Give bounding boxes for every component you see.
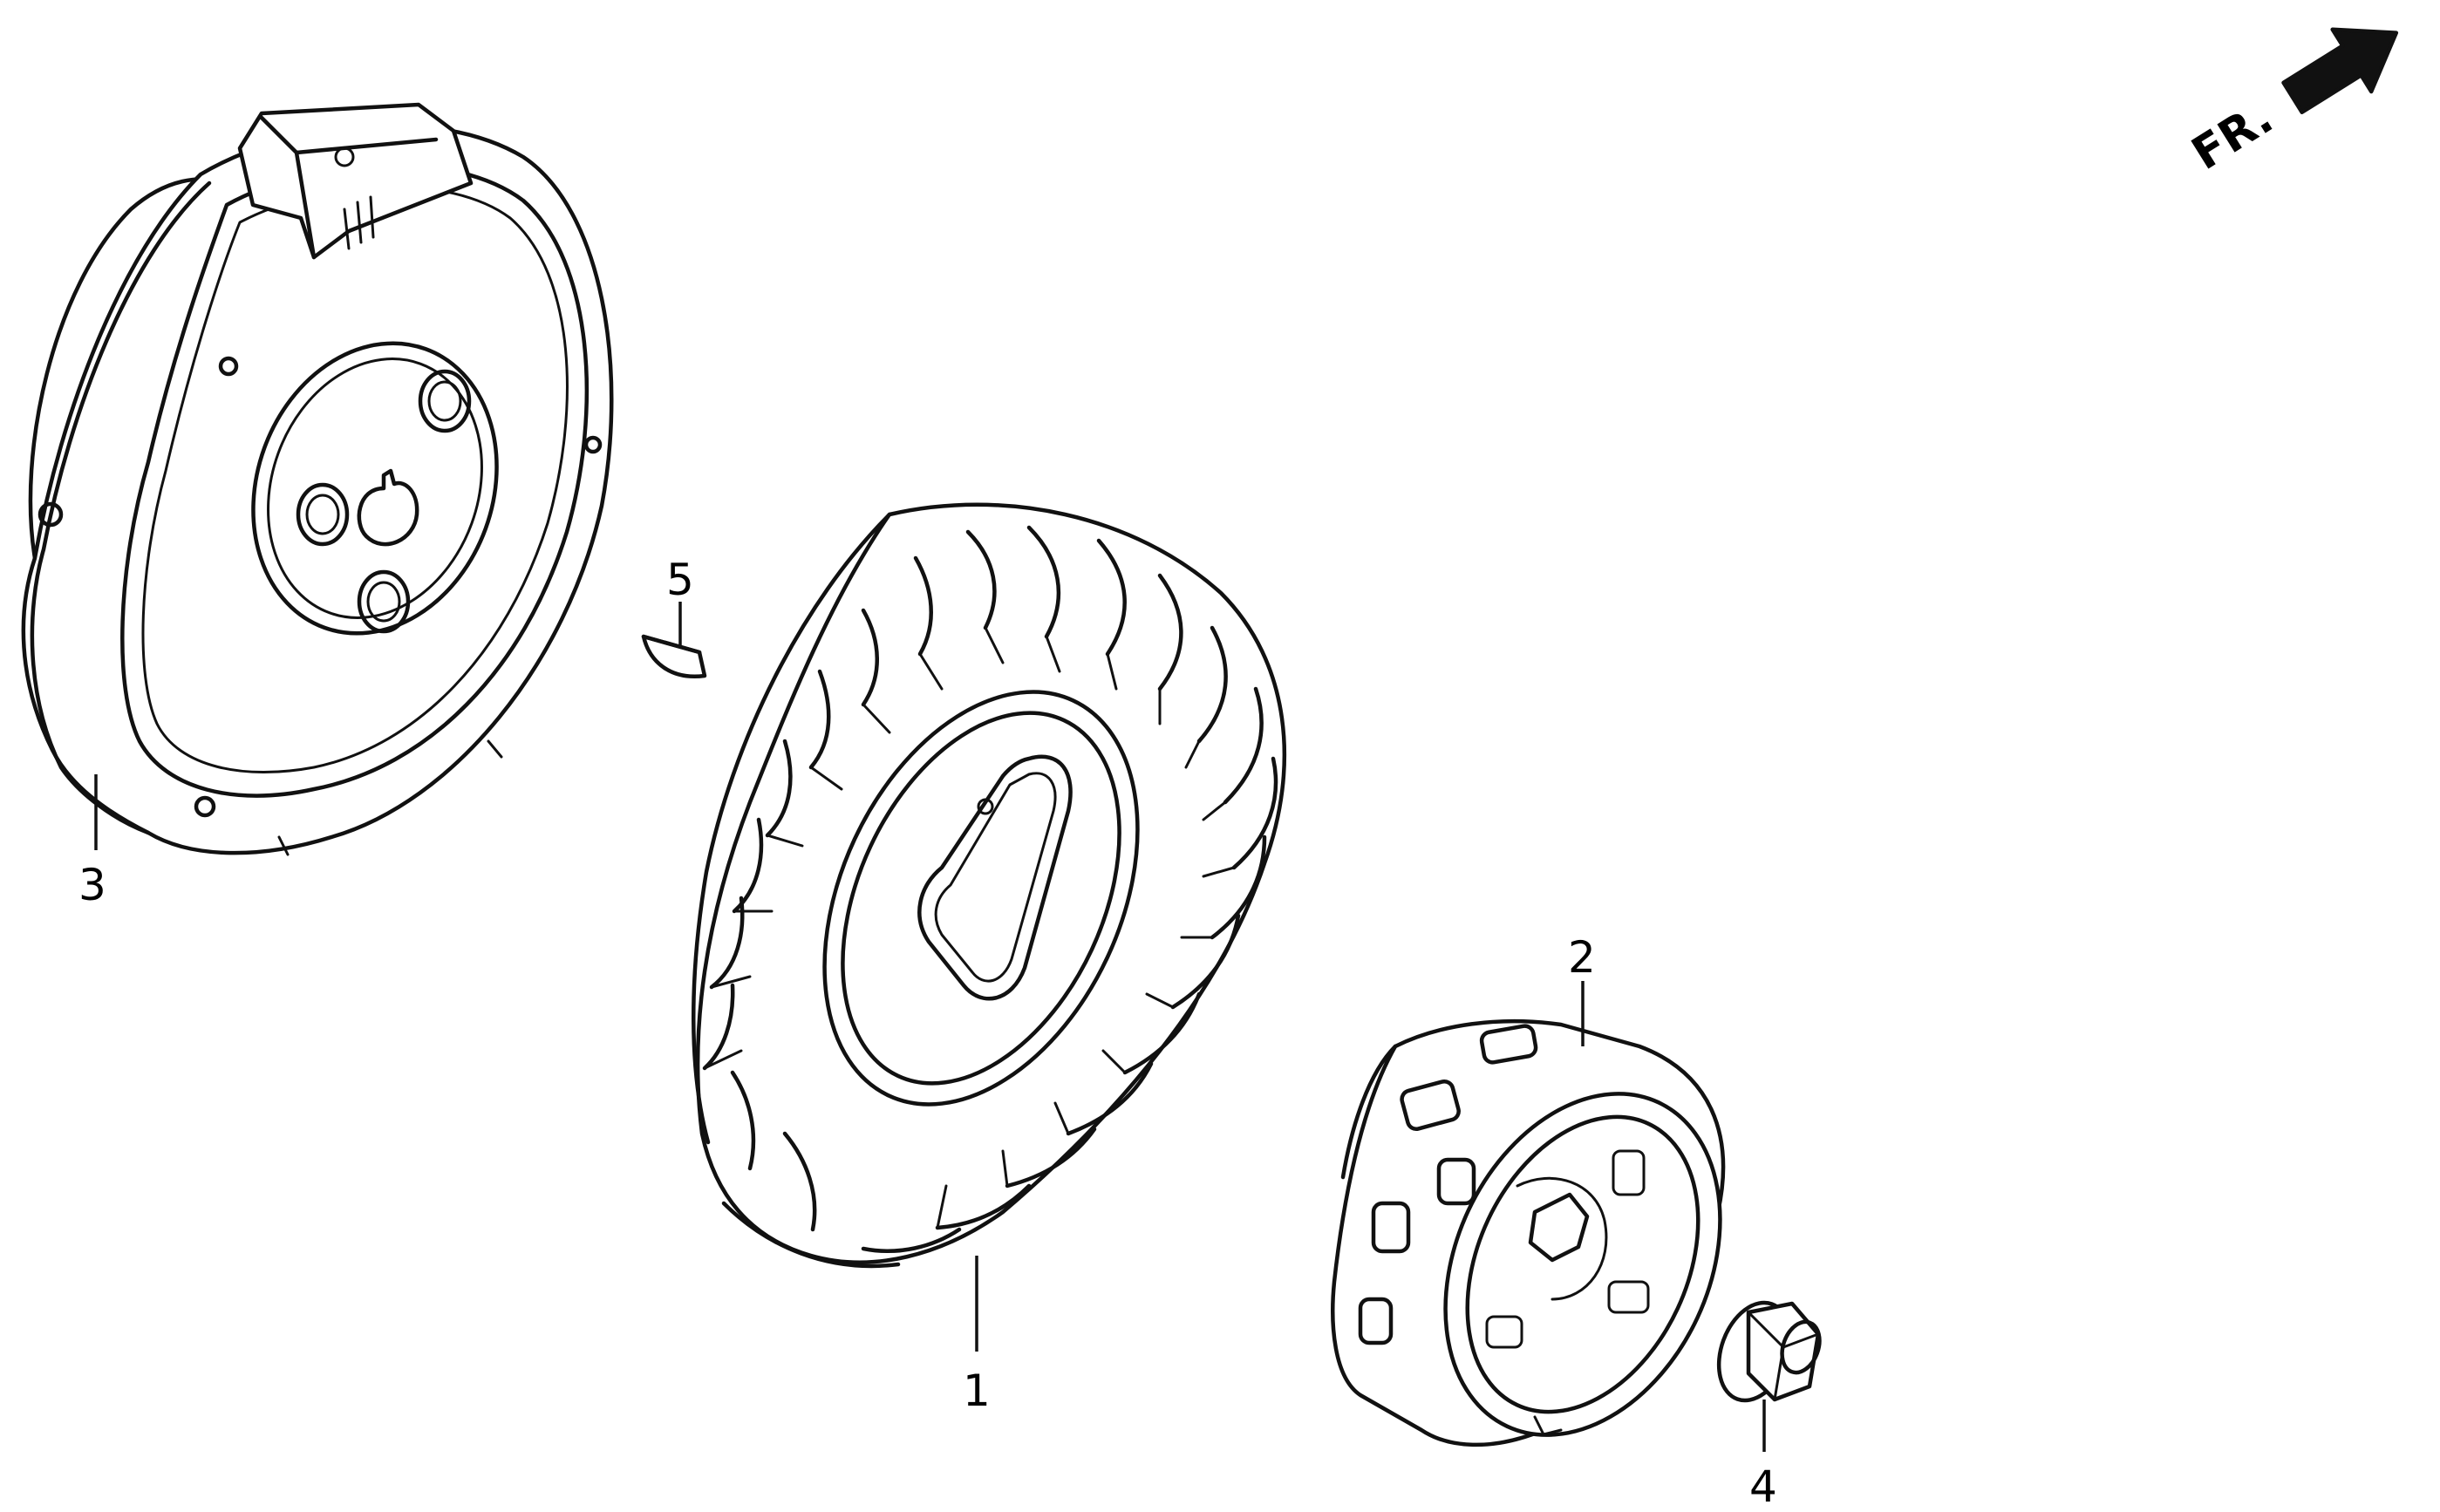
front-direction-marker: FR. [2184,27,2399,180]
cooling-fan-drawing [692,502,1287,1269]
flange-nut-drawing [1716,1300,1822,1403]
callout-4: 4 [1749,1461,1777,1512]
front-direction-arrow-icon [2281,27,2399,115]
flywheel-drawing [21,102,614,856]
starter-pulley-drawing [1331,1018,1726,1447]
callout-2: 2 [1568,932,1596,983]
callout-3: 3 [78,860,106,910]
callout-1: 1 [963,1366,991,1416]
front-direction-label: FR. [2184,92,2282,180]
woodruff-key-drawing [641,634,707,679]
callout-5: 5 [666,555,694,605]
